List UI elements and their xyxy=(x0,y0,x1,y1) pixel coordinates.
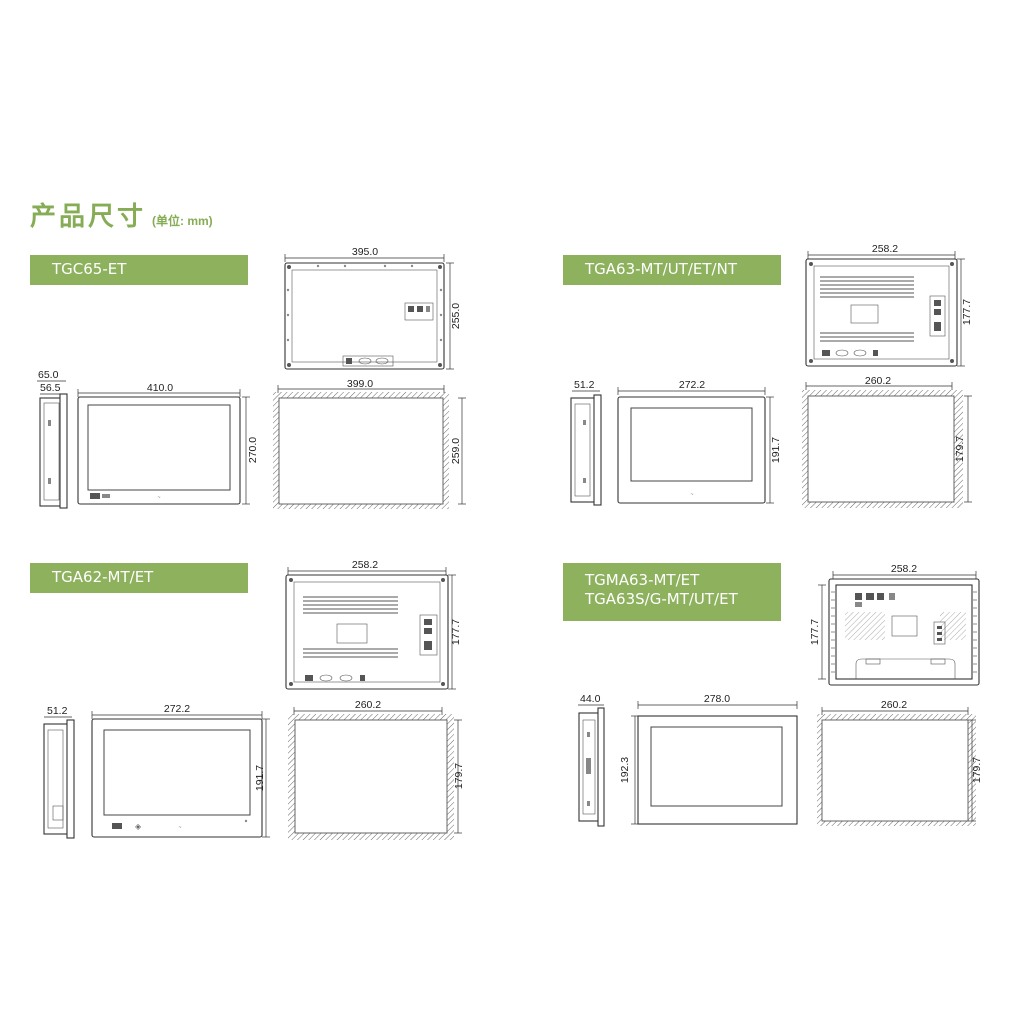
dim-front-height: 192.3 xyxy=(619,757,631,783)
dim-cutout-width: 260.2 xyxy=(355,699,381,711)
tga63-rear-view: 258.2 177.7 xyxy=(805,243,973,367)
model-banner-tgc65: TGC65-ET xyxy=(30,255,248,285)
page-title: 产品尺寸 xyxy=(30,201,147,231)
dim-front-width: 278.0 xyxy=(704,693,730,705)
model-name: TGMA63-MT/ET xyxy=(585,571,700,589)
tga62-side-view: 51.2 xyxy=(43,705,75,839)
dim-front-height: 270.0 xyxy=(247,437,259,463)
model-name: TGC65-ET xyxy=(52,260,127,278)
tga62-rear-view: 258.2 177.7 xyxy=(285,559,462,690)
dim-front-height: 191.7 xyxy=(254,765,266,791)
svg-text:~: ~ xyxy=(691,492,694,498)
tgc65-side-view: 65.0 56.5 xyxy=(37,369,68,509)
dim-rear-width: 258.2 xyxy=(352,559,378,571)
tgc65-rear-view: 395.0 255.0 xyxy=(284,246,462,370)
dim-rear-height: 177.7 xyxy=(450,619,462,645)
dim-side-depth: 51.2 xyxy=(47,705,68,717)
dim-rear-height: 177.7 xyxy=(809,619,821,645)
model-banner-tga62: TGA62-MT/ET xyxy=(30,563,248,593)
tgc65-panel-cutout: 399.0 259.0 xyxy=(273,378,466,509)
dim-cutout-width: 260.2 xyxy=(865,375,891,387)
dim-side-body: 56.5 xyxy=(40,382,61,394)
unit-label: (单位: mm) xyxy=(152,214,213,228)
svg-text:~: ~ xyxy=(179,825,182,831)
dim-cutout-height: 179.7 xyxy=(954,436,966,462)
dim-cutout-height: 179.7 xyxy=(453,763,465,789)
dim-cutout-width: 260.2 xyxy=(881,699,907,711)
svg-text:~: ~ xyxy=(158,495,161,501)
dim-cutout-height: 179.7 xyxy=(971,757,983,783)
dim-cutout-height: 259.0 xyxy=(450,438,462,464)
svg-text:◈: ◈ xyxy=(135,822,142,831)
section-title: 产品尺寸 (单位: mm) xyxy=(30,196,213,233)
tgc65-front-view: 410.0 ~ 270.0 xyxy=(77,382,259,505)
tgma63-side-view: 44.0 xyxy=(578,693,605,827)
dim-front-width: 272.2 xyxy=(679,379,705,391)
tgma63-panel-cutout: 260.2 179.7 xyxy=(817,699,983,826)
dim-front-height: 191.7 xyxy=(770,437,782,463)
tga62-panel-cutout: 260.2 179.7 xyxy=(288,699,465,840)
tga63-side-view: 51.2 xyxy=(570,379,602,506)
tgma63-front-view: 278.0 192.3 xyxy=(619,693,798,825)
model-banner-tga63: TGA63-MT/UT/ET/NT xyxy=(563,255,781,285)
dim-rear-width: 395.0 xyxy=(352,246,378,258)
model-name: TGA63-MT/UT/ET/NT xyxy=(585,260,737,278)
dim-rear-height: 177.7 xyxy=(961,299,973,325)
dim-front-width: 410.0 xyxy=(147,382,173,394)
model-banner-tgma63: TGMA63-MT/ET TGA63S/G-MT/UT/ET xyxy=(563,563,781,621)
tga62-front-view: 272.2 ◈ ~ 191.7 xyxy=(91,703,270,838)
tga63-panel-cutout: 260.2 179.7 xyxy=(802,375,972,508)
dim-rear-width: 258.2 xyxy=(891,563,917,575)
dim-rear-width: 258.2 xyxy=(872,243,898,255)
tgma63-rear-view: 258.2 177.7 xyxy=(809,563,980,686)
dim-side-depth: 44.0 xyxy=(580,693,601,705)
dim-front-width: 272.2 xyxy=(164,703,190,715)
dim-side-depth: 51.2 xyxy=(574,379,595,391)
model-name: TGA62-MT/ET xyxy=(52,568,154,586)
dim-side-depth: 65.0 xyxy=(38,369,59,381)
tga63-front-view: 272.2 ~ 191.7 xyxy=(617,379,782,504)
dim-rear-height: 255.0 xyxy=(450,303,462,329)
dim-cutout-width: 399.0 xyxy=(347,378,373,390)
model-name-secondary: TGA63S/G-MT/UT/ET xyxy=(585,590,738,608)
